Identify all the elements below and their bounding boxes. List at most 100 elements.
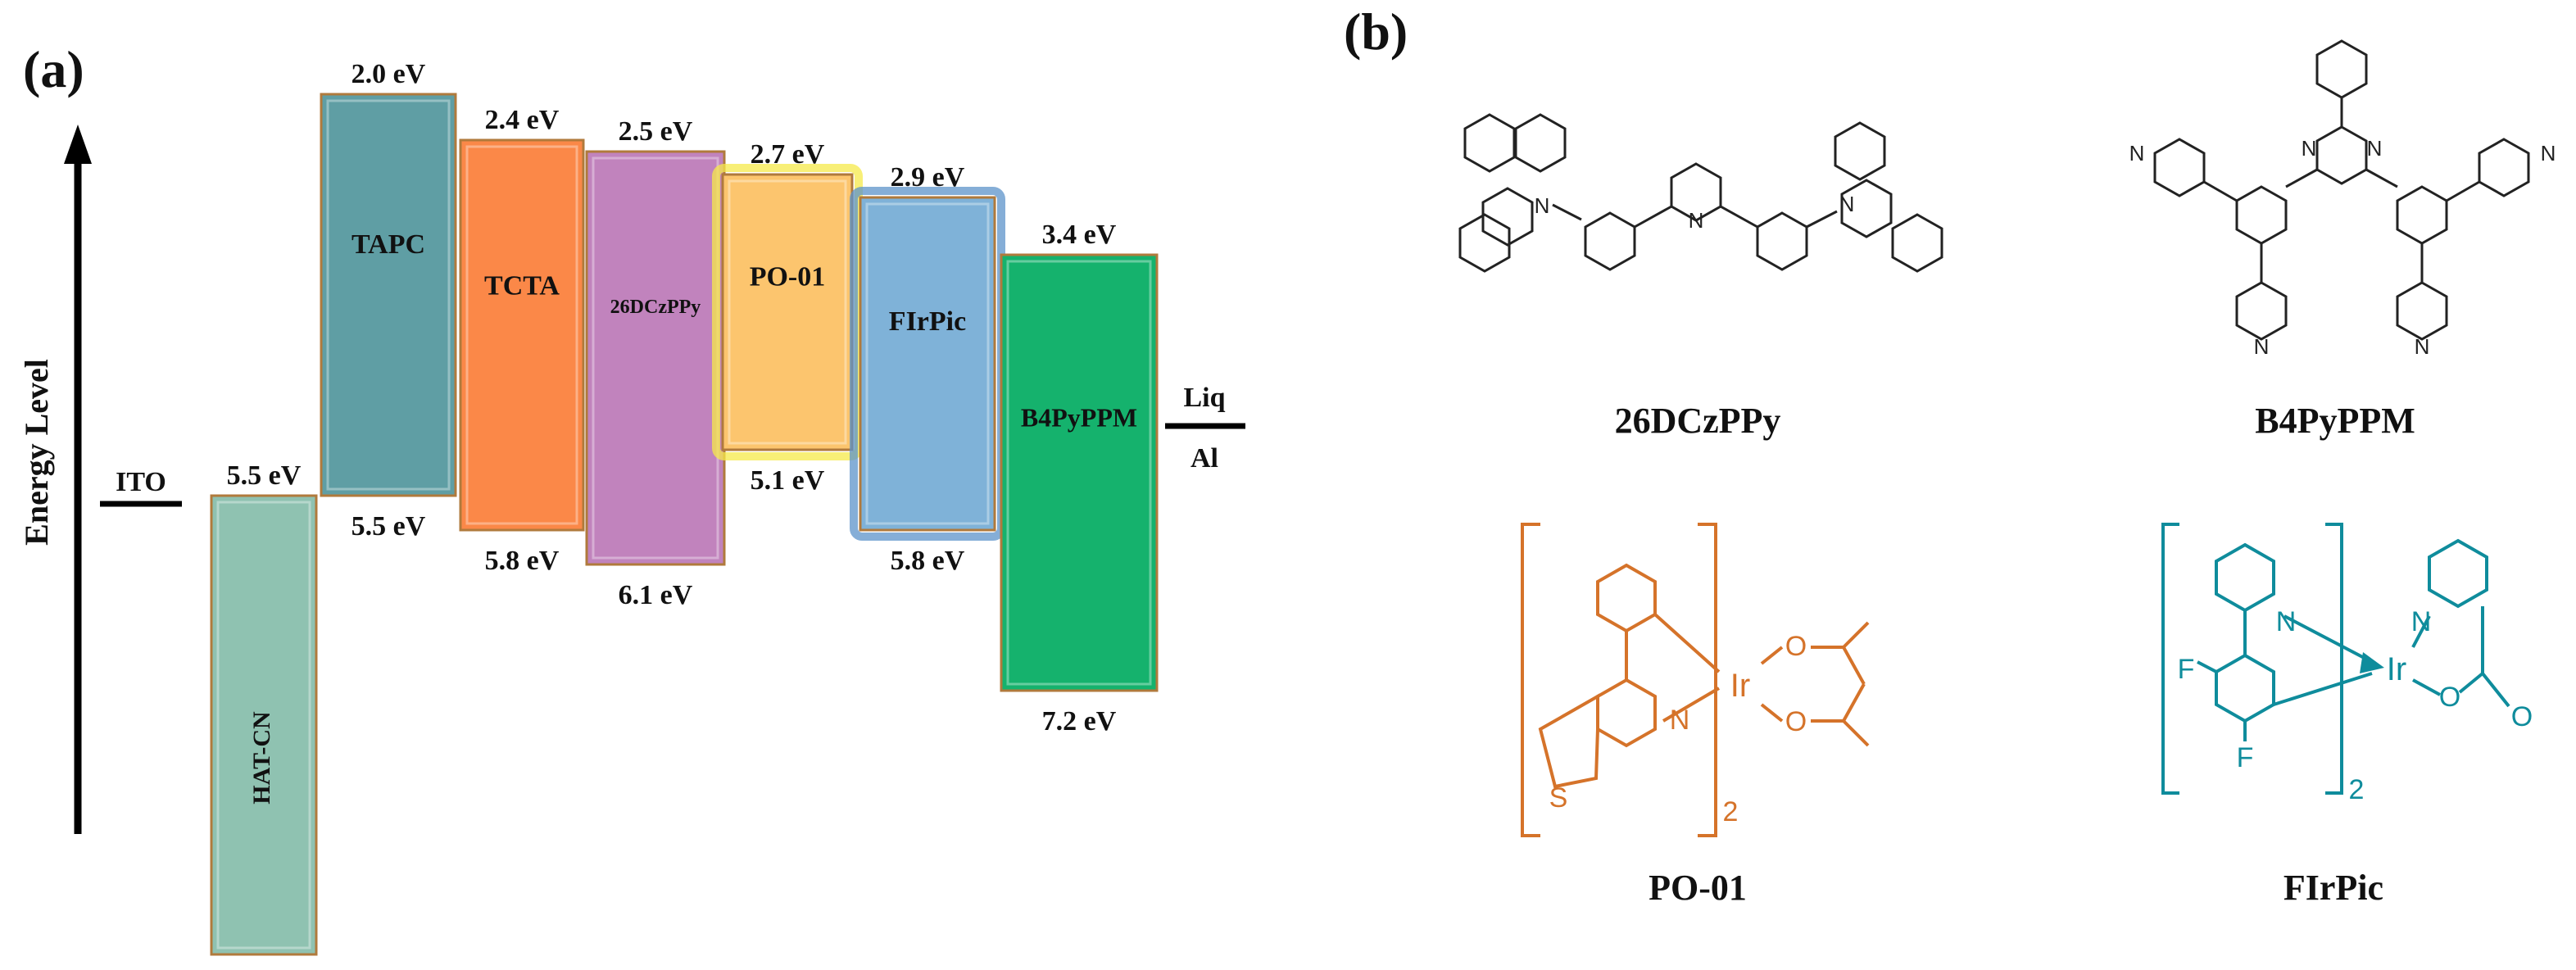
layer-box (1000, 253, 1159, 692)
layer-bevel (865, 202, 990, 525)
bond (2412, 678, 2441, 696)
layer-tcta: TCTA 2.4 eV 5.8 eV (459, 105, 585, 576)
lumo-label: 2.9 eV (891, 162, 965, 193)
bond (2273, 672, 2373, 706)
ring (1670, 162, 1722, 222)
atom-label-n: N (2541, 141, 2556, 165)
atom-label-n: N (2411, 606, 2432, 637)
ring (1584, 211, 1636, 271)
layer-bevel (465, 145, 578, 525)
structure-po-01 (1521, 523, 1870, 837)
ring (1756, 211, 1808, 271)
right-bracket (1698, 523, 1717, 837)
homo-label: 7.2 eV (1042, 706, 1117, 737)
ring (2396, 185, 2448, 245)
layer-name: FIrPic (889, 306, 966, 337)
bond (2481, 672, 2510, 708)
structure-name-firpic: FIrPic (2283, 868, 2383, 908)
ring (2235, 185, 2288, 245)
layer-name: 26DCzPPy (610, 297, 701, 318)
left-bracket (1521, 523, 1540, 837)
left-bracket (2161, 523, 2179, 795)
layer-box (320, 93, 457, 497)
bond (1842, 646, 1866, 685)
subscript-2: 2 (1723, 796, 1739, 827)
ring (1840, 179, 1893, 238)
bond (2446, 180, 2480, 202)
lumo-label: 5.5 eV (227, 460, 302, 491)
electrode-label: Liq (1183, 383, 1225, 413)
bond (1806, 210, 1838, 229)
bond (2285, 168, 2318, 188)
lumo-label: 2.5 eV (619, 116, 693, 147)
atom-label-n: N (2367, 136, 2383, 161)
ring (2315, 39, 2368, 99)
layer-name: TCTA (484, 271, 560, 301)
ring (2215, 653, 2275, 723)
ring (1596, 563, 1657, 633)
bond (1634, 205, 1672, 229)
structure-name-26dczppy: 26DCzPPy (1615, 401, 1781, 441)
atom-label-f: F (2237, 742, 2254, 773)
bond (1552, 203, 1582, 221)
electrode-label: Al (1190, 443, 1218, 474)
lumo-label: 2.7 eV (751, 139, 825, 170)
bond (1720, 205, 1758, 229)
bond (2197, 660, 2217, 673)
atom-label-o: O (1785, 631, 1807, 662)
bond (2411, 615, 2431, 648)
layer-name: TAPC (351, 229, 425, 260)
atom-label-ir: Ir (2387, 651, 2406, 687)
atom-label-n: N (1689, 208, 1704, 233)
ring (1481, 187, 1534, 247)
layer-bevel (1006, 260, 1152, 686)
layer-box (459, 138, 585, 532)
lumo-label: 3.4 eV (1042, 220, 1117, 250)
subscript-2: 2 (2349, 774, 2365, 805)
atom-label-f: F (2178, 654, 2195, 685)
bond (1842, 683, 1866, 722)
ring (2153, 138, 2206, 197)
lumo-label: 2.4 eV (485, 105, 560, 135)
atom-label-s: S (1549, 782, 1568, 814)
layer-hat-cn: HAT-CN5.5 eV9.5 eV (210, 460, 318, 956)
homo-label: 5.1 eV (751, 465, 825, 496)
panel-b-label: (b) (1344, 2, 1408, 61)
layer-name: B4PyPPM (1021, 403, 1137, 433)
atom-label-n: N (1670, 705, 1690, 736)
layer-firpic: FIrPic 2.9 eV 5.8 eV (850, 162, 1005, 576)
bond (1653, 613, 1721, 673)
bond (1842, 621, 1870, 649)
ring (2428, 538, 2488, 609)
structure-b4pyppm (2153, 39, 2530, 341)
ring (2478, 138, 2530, 197)
homo-label: 5.8 eV (485, 546, 560, 576)
atom-label-o: O (1785, 706, 1807, 737)
atom-label-o: O (2439, 682, 2460, 713)
layer-bevel (326, 99, 451, 491)
bond (2283, 614, 2373, 664)
bond (1760, 646, 1784, 665)
homo-label: 5.5 eV (351, 511, 426, 542)
ring (1463, 113, 1516, 173)
atom-label-n: N (2254, 334, 2270, 359)
structure-firpic (2161, 523, 2510, 795)
ring (1834, 121, 1886, 181)
energy-axis: Energy Level (18, 125, 92, 834)
atom-label-n: N (1839, 192, 1855, 216)
structure-name-b4pyppm: B4PyPPM (2255, 401, 2415, 441)
layer-box (210, 494, 318, 956)
layer-box (721, 173, 854, 451)
layer-box (585, 150, 726, 566)
homo-label: 6.1 eV (619, 580, 693, 610)
atom-label-n: N (2276, 606, 2297, 637)
bond (1842, 719, 1870, 747)
bond (1760, 703, 1784, 723)
atom-label-n: N (2302, 136, 2317, 161)
homo-label: 5.8 eV (891, 546, 965, 576)
atom-label-ir: Ir (1730, 668, 1750, 704)
